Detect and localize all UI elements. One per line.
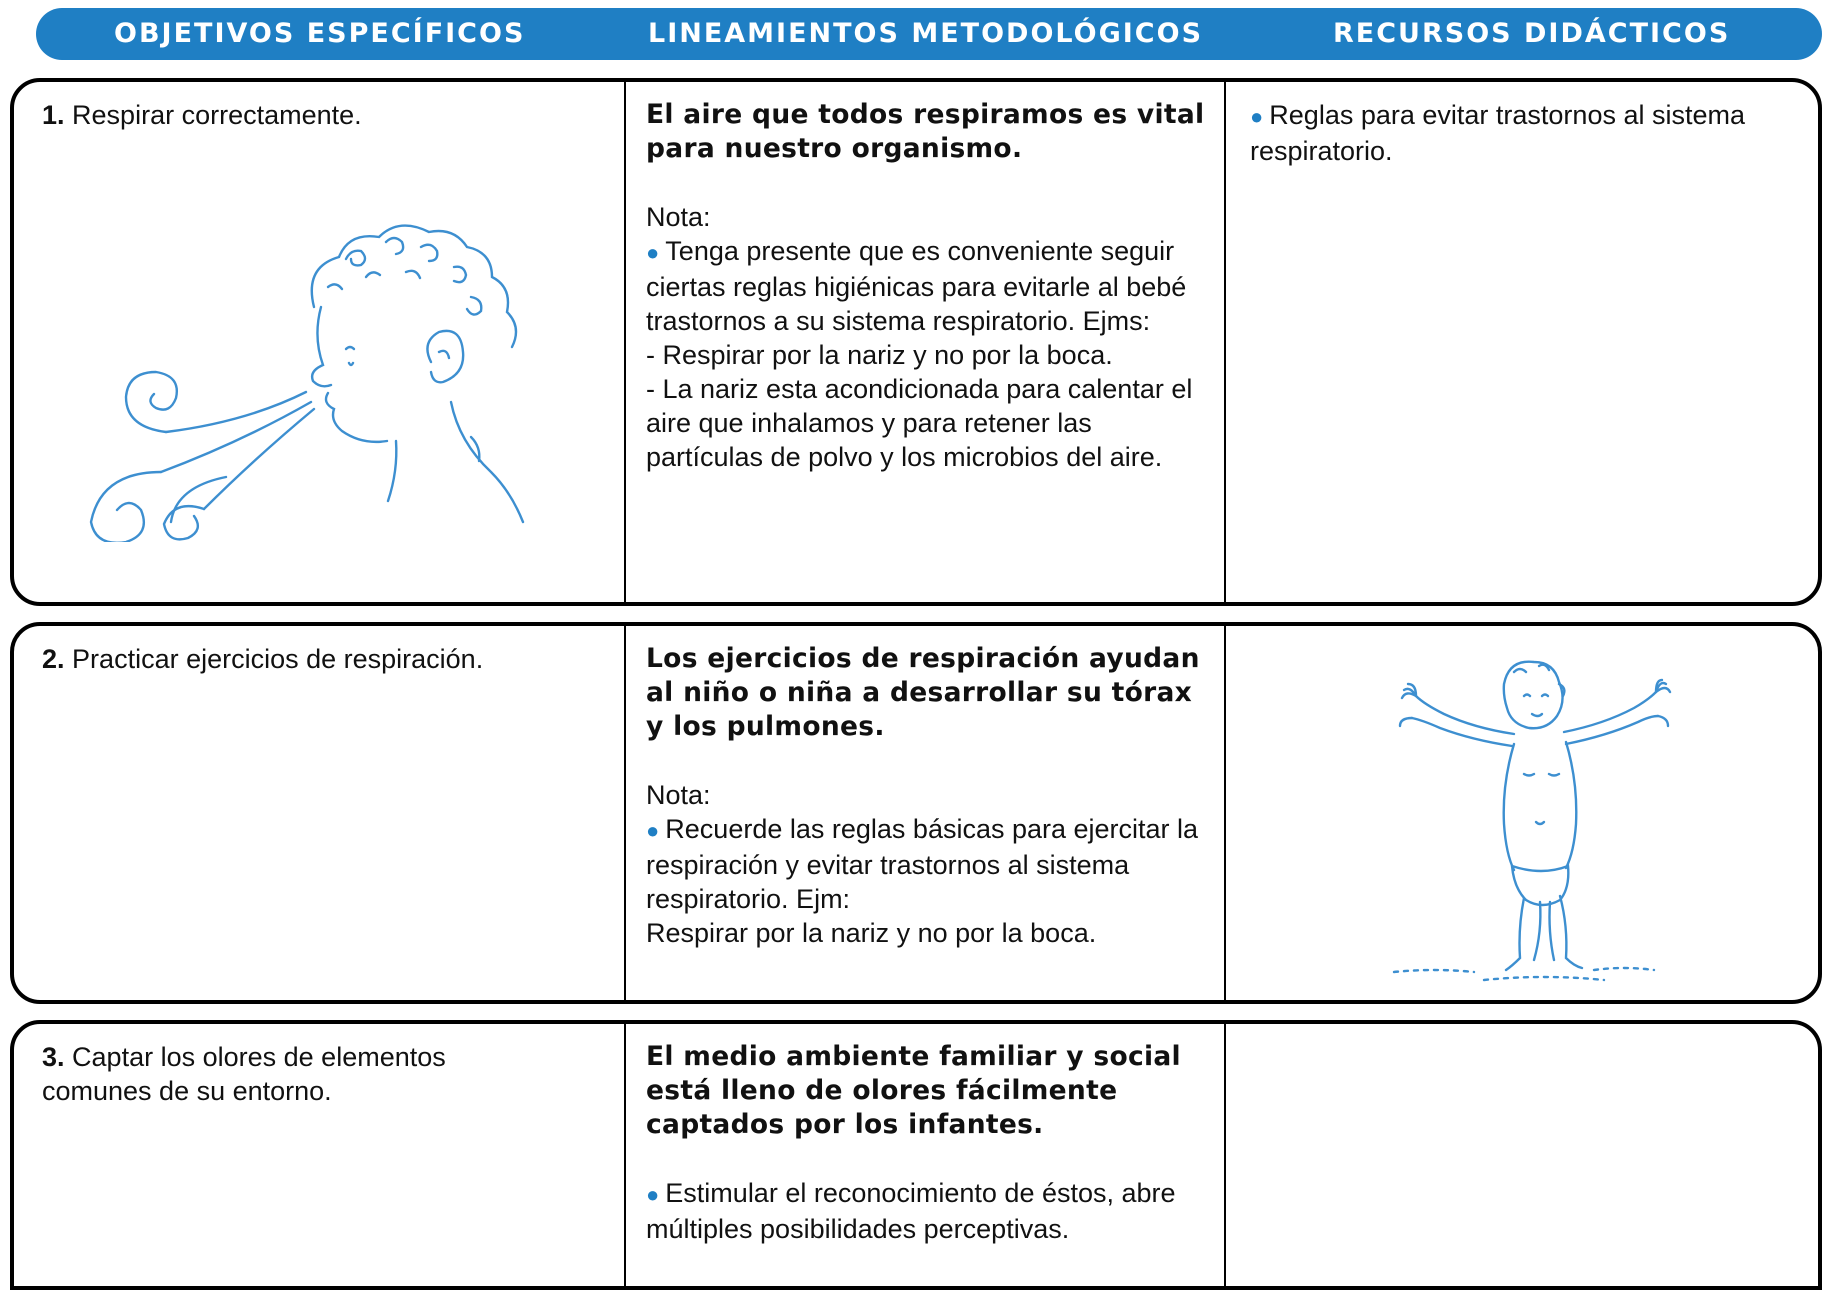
method-example: - La nariz esta acondicionada para calen… [646, 374, 1193, 472]
objective-number: 1. [42, 100, 65, 130]
methods-cell: El medio ambiente familiar y social está… [646, 1040, 1206, 1246]
note-label: Nota: [646, 780, 711, 810]
column-divider [624, 626, 626, 1000]
column-divider [1224, 626, 1226, 1000]
method-text: Estimular el reconocimiento de éstos, ab… [646, 1178, 1176, 1244]
objective-text: Captar los olores de elementos comunes d… [42, 1042, 446, 1106]
bullet-icon: ● [646, 818, 660, 843]
method-bullet: ●Tenga presente que es conveniente segui… [646, 234, 1206, 338]
bullet-icon: ● [1250, 104, 1264, 129]
method-bullet: ●Recuerde las reglas básicas para ejerci… [646, 812, 1206, 916]
methods-cell: El aire que todos respiramos es vital pa… [646, 98, 1206, 474]
objective-text: Practicar ejercicios de respiración. [72, 644, 484, 674]
table-row-3: 3. Captar los olores de elementos comune… [10, 1020, 1822, 1290]
method-lead: Los ejercicios de respiración ayudan al … [646, 643, 1200, 742]
header-methods: LINEAMIENTOS METODOLÓGICOS [648, 18, 1204, 49]
note-label: Nota: [646, 202, 711, 232]
bullet-icon: ● [646, 1182, 660, 1207]
bullet-icon: ● [646, 240, 660, 265]
table-row-1: 1. Respirar correctamente. [10, 78, 1822, 606]
table-header: OBJETIVOS ESPECÍFICOS LINEAMIENTOS METOD… [36, 8, 1822, 60]
objective-number: 2. [42, 644, 65, 674]
column-divider [624, 1024, 626, 1286]
header-objectives: OBJETIVOS ESPECÍFICOS [114, 18, 526, 49]
table-row-2: 2. Practicar ejercicios de respiración. … [10, 622, 1822, 1004]
header-resources: RECURSOS DIDÁCTICOS [1333, 18, 1731, 49]
objective-cell: 3. Captar los olores de elementos comune… [42, 1040, 522, 1108]
method-example: Respirar por la nariz y no por la boca. [646, 918, 1097, 948]
method-text: Recuerde las reglas básicas para ejercit… [646, 814, 1199, 914]
method-lead: El medio ambiente familiar y social está… [646, 1041, 1181, 1140]
objective-cell: 2. Practicar ejercicios de respiración. [42, 642, 602, 676]
method-text: Tenga presente que es conveniente seguir… [646, 236, 1187, 336]
resource-text: Reglas para evitar trastornos al sistema… [1250, 100, 1746, 166]
column-divider [1224, 1024, 1226, 1286]
method-example: - Respirar por la nariz y no por la boca… [646, 340, 1113, 370]
method-lead: El aire que todos respiramos es vital pa… [646, 99, 1205, 164]
toddler-arms-open-illustration [1392, 660, 1672, 982]
column-divider [1224, 82, 1226, 602]
objective-cell: 1. Respirar correctamente. [42, 98, 602, 132]
method-bullet: ●Estimular el reconocimiento de éstos, a… [646, 1176, 1206, 1246]
objective-number: 3. [42, 1042, 65, 1072]
methods-cell: Los ejercicios de respiración ayudan al … [646, 642, 1206, 950]
column-divider [624, 82, 626, 602]
child-blowing-air-illustration [89, 224, 525, 542]
objective-text: Respirar correctamente. [72, 100, 362, 130]
resources-cell: ●Reglas para evitar trastornos al sistem… [1250, 98, 1810, 168]
